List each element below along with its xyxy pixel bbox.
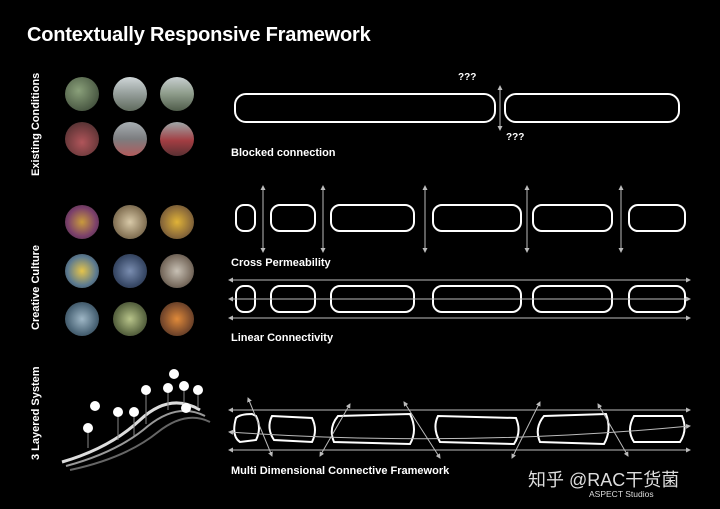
pin-marker-4 (129, 407, 139, 417)
multi-diag-2 (319, 403, 351, 457)
question-mark-top: ??? (458, 72, 477, 83)
cross-block-3 (330, 204, 415, 232)
cross-block-6 (628, 204, 686, 232)
photo-existing-1 (65, 77, 99, 111)
cross-block-4 (432, 204, 522, 232)
caption-blocked-connection: Blocked connection (231, 147, 336, 159)
multi-block-2 (268, 414, 316, 444)
multi-diag-4 (511, 401, 541, 459)
photo-existing-3 (160, 77, 194, 111)
caption-linear-connectivity: Linear Connectivity (231, 332, 334, 344)
photo-creative-8 (113, 302, 147, 336)
pin-marker-5 (141, 385, 151, 395)
multi-block-1 (233, 412, 260, 444)
photo-creative-1 (65, 205, 99, 239)
multi-block-5 (536, 412, 610, 446)
cross-block-1 (235, 204, 256, 232)
pin-marker-1 (83, 423, 93, 433)
caption-multi-dimensional: Multi Dimensional Connective Framework (231, 465, 450, 477)
layered-system-markers (83, 369, 203, 433)
multi-diag-1 (247, 397, 273, 457)
photo-existing-5 (113, 122, 147, 156)
photo-existing-6 (160, 122, 194, 156)
blocked-block-right (504, 93, 680, 123)
photo-creative-4 (65, 254, 99, 288)
photo-creative-5 (113, 254, 147, 288)
photo-creative-7 (65, 302, 99, 336)
blocked-block-left (234, 93, 496, 123)
photo-creative-3 (160, 205, 194, 239)
multi-block-4 (434, 414, 520, 446)
pin-marker-2 (90, 401, 100, 411)
multi-diag-5 (597, 403, 629, 457)
blocked-connection-diagram (234, 85, 680, 131)
cross-block-5 (532, 204, 613, 232)
photo-creative-6 (160, 254, 194, 288)
credit-text: ASPECT Studios (589, 489, 654, 499)
pin-marker-10 (181, 403, 191, 413)
pin-marker-3 (113, 407, 123, 417)
multi-block-3 (330, 412, 415, 446)
photo-creative-2 (113, 205, 147, 239)
page-title: Contextually Responsive Framework (27, 24, 371, 46)
photo-creative-9 (160, 302, 194, 336)
pin-marker-6 (163, 383, 173, 393)
multi-dimensional-diagram (233, 412, 686, 446)
multi-diag-3 (403, 401, 441, 459)
photo-existing-2 (113, 77, 147, 111)
caption-cross-permeability: Cross Permeability (231, 257, 331, 269)
cross-block-2 (270, 204, 316, 232)
question-mark-bottom: ??? (506, 132, 525, 143)
pin-marker-8 (193, 385, 203, 395)
pin-marker-9 (169, 369, 179, 379)
pin-marker-7 (179, 381, 189, 391)
layered-system-sketch (61, 386, 211, 471)
photo-existing-4 (65, 122, 99, 156)
ribbon-1 (61, 401, 201, 464)
multi-arrow-wave (228, 423, 691, 440)
watermark: 知乎 @RAC干货菌 (528, 470, 680, 490)
cross-permeability-diagram (235, 204, 686, 232)
